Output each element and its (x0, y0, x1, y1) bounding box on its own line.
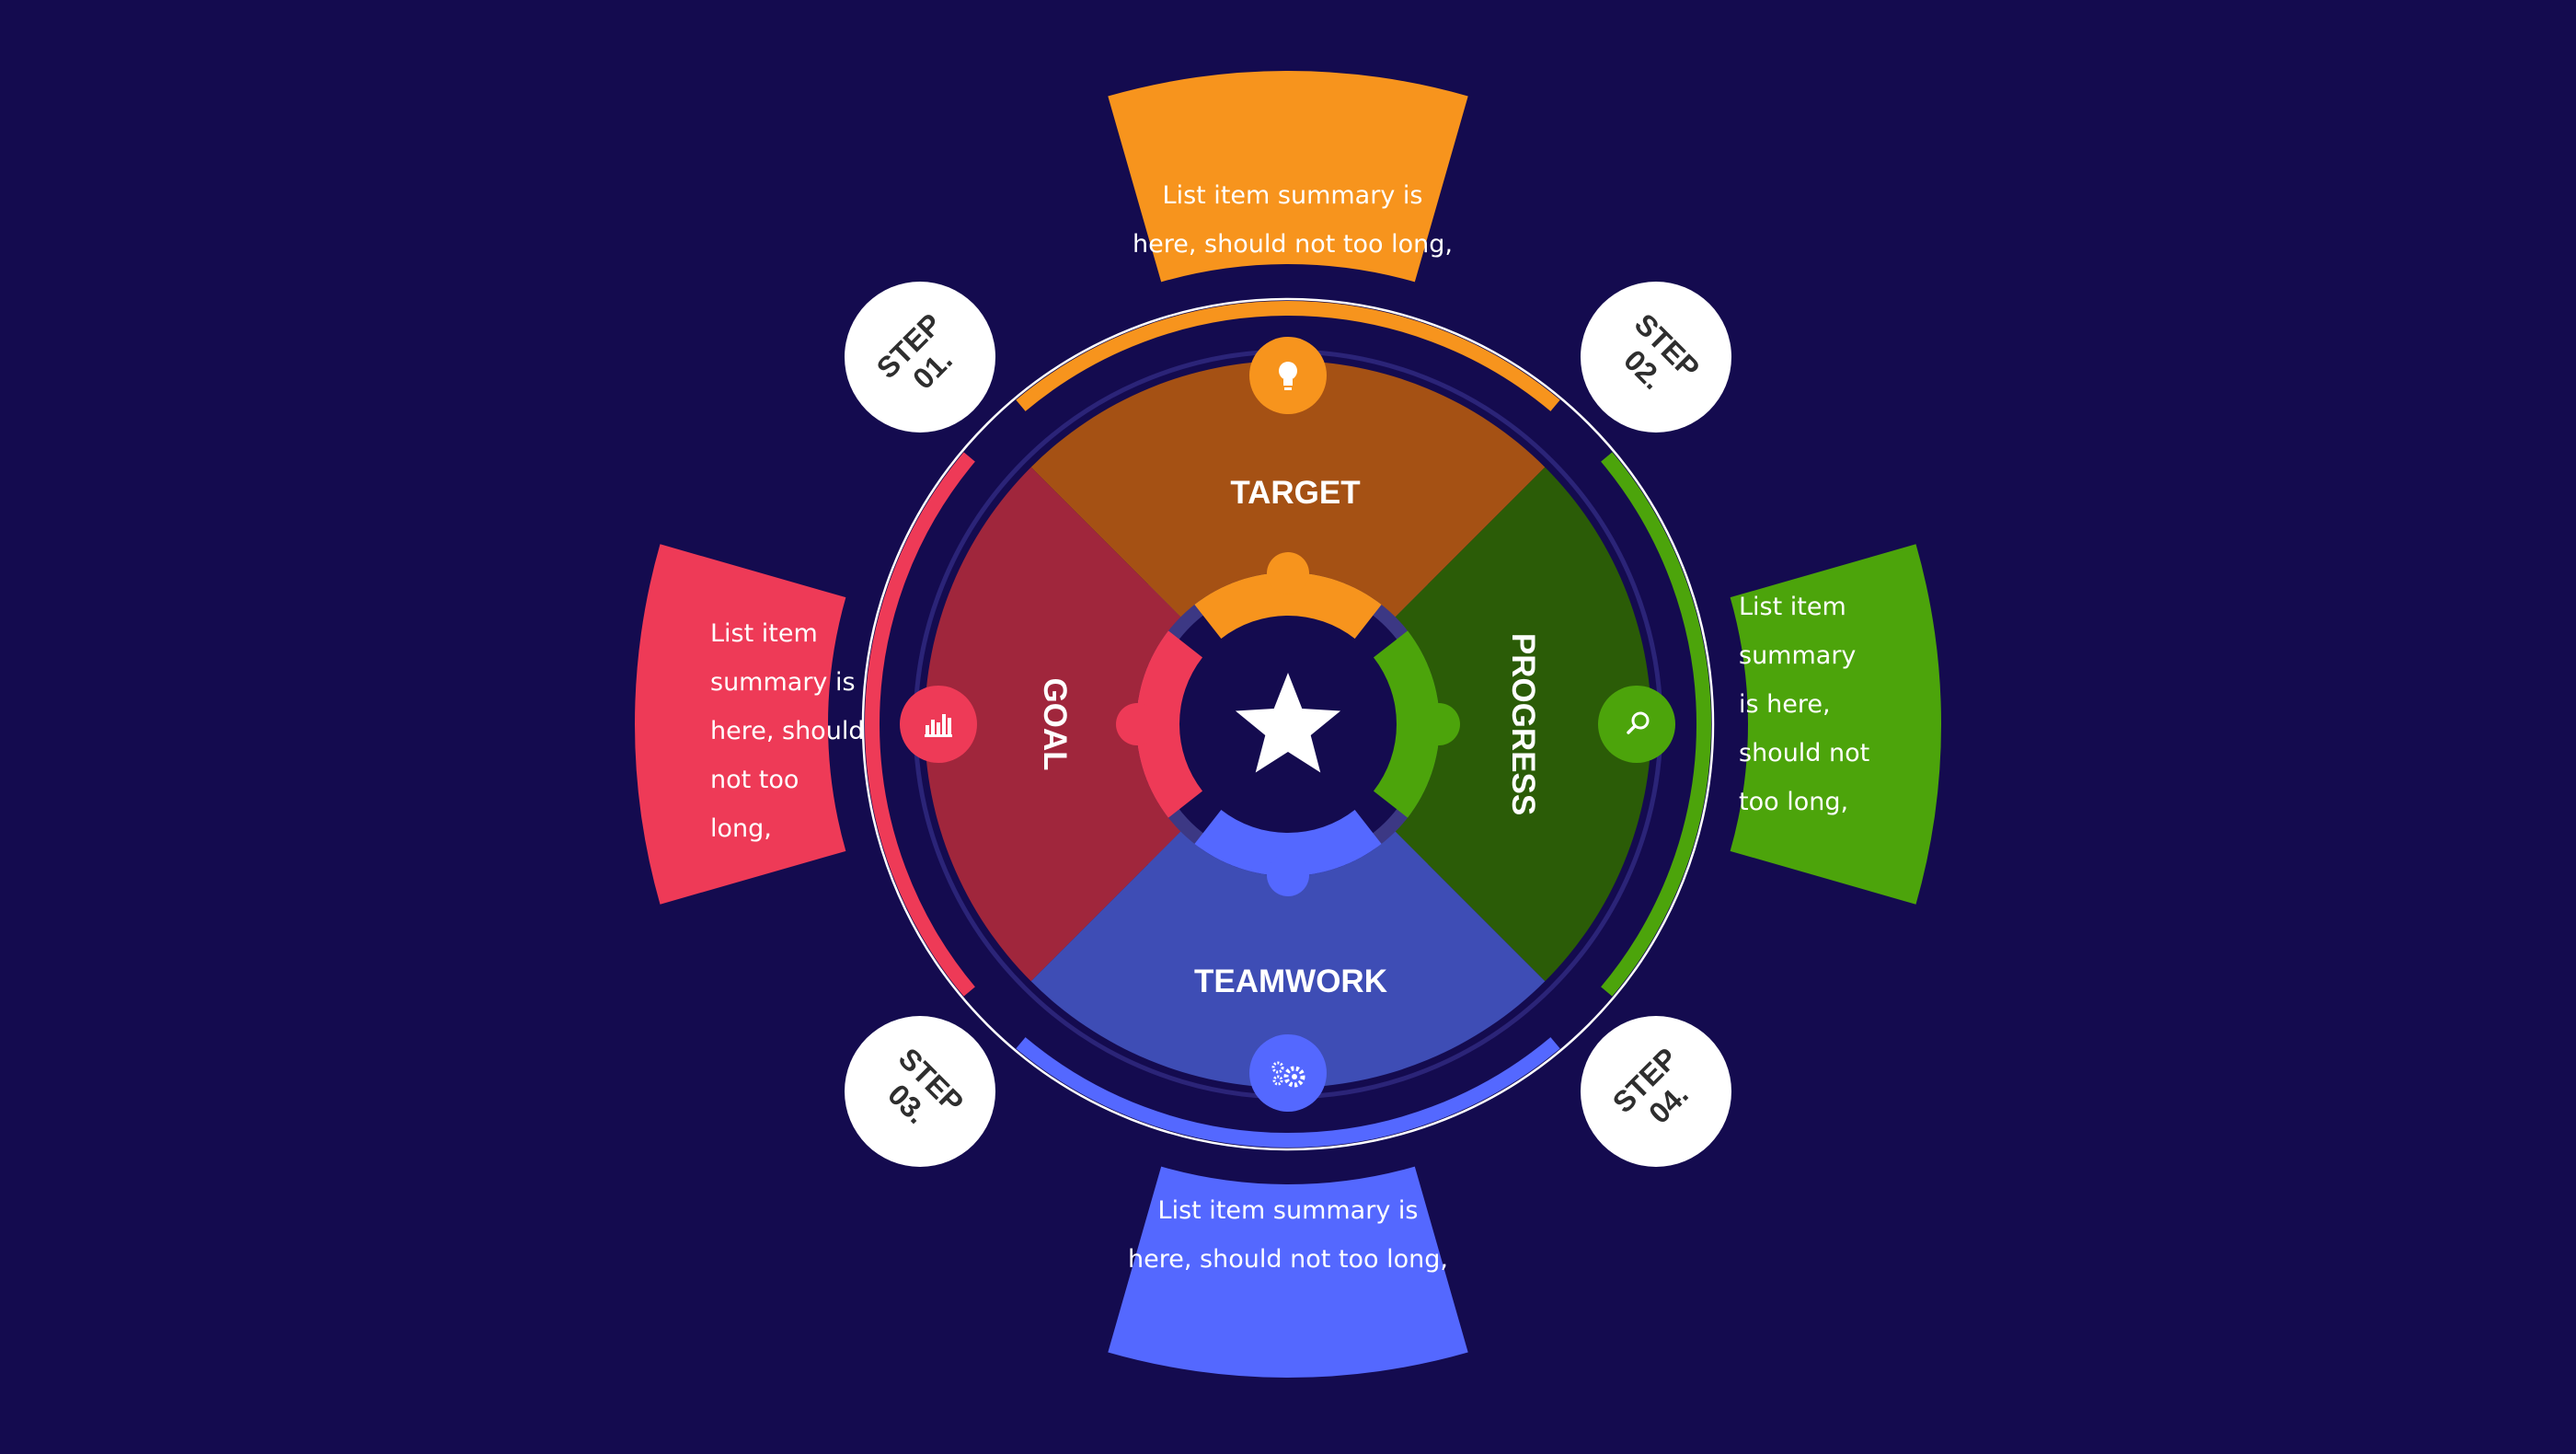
step-badge-03: STEP 03. (845, 1016, 995, 1167)
gears-icon (1271, 1061, 1305, 1088)
outer-guide-ring (861, 297, 1715, 1151)
icon-badge-progress (1598, 686, 1675, 763)
summary-banner-bottom (1108, 1166, 1468, 1378)
segment-teamwork (1030, 831, 1546, 1088)
search-icon (1627, 711, 1650, 734)
segment-label-goal: GOAL (1037, 677, 1073, 770)
icon-badge-teamwork (1249, 1034, 1327, 1112)
icon-badge-goal (900, 686, 977, 763)
star-icon (1235, 673, 1341, 773)
knob-progress (1418, 703, 1460, 745)
inner-arc-target (1194, 572, 1382, 640)
bar-chart-icon (925, 714, 952, 737)
inner-arc-teamwork (1194, 809, 1382, 876)
knob-goal (1116, 703, 1158, 745)
step-badge-02: STEP 02. (1581, 282, 1731, 433)
segment-target (1030, 361, 1546, 617)
summary-banner-right (1730, 544, 1941, 905)
inner-arc-goal (1136, 630, 1203, 818)
summary-text-right: List item summary is here, should not to… (1739, 593, 1870, 816)
segment-label-teamwork: TEAMWORK (1194, 964, 1387, 999)
accent-arc-target (1016, 301, 1560, 411)
inner-arc-progress (1373, 630, 1440, 818)
knob-target (1267, 552, 1309, 594)
summary-text-bottom: List item summary is here, should not to… (1128, 1196, 1448, 1274)
segment-progress (1395, 467, 1651, 982)
segment-goal (925, 467, 1181, 982)
step-badge-01: STEP 01. (845, 282, 995, 433)
accent-arc-goal (865, 452, 975, 997)
knob-teamwork (1267, 854, 1309, 896)
segment-label-progress: PROGRESS (1505, 633, 1541, 815)
summary-banner-left (635, 544, 846, 905)
summary-text-top: List item summary is here, should not to… (1133, 181, 1453, 259)
accent-arc-progress (1601, 452, 1711, 997)
accent-arc-teamwork (1016, 1037, 1560, 1148)
step-badge-04: STEP 04. (1581, 1016, 1731, 1167)
icon-badge-target (1249, 337, 1327, 414)
summary-banner-top (1108, 70, 1468, 283)
lightbulb-icon (1279, 362, 1297, 390)
segment-label-target: TARGET (1230, 475, 1360, 511)
summary-text-left: List item summary is here, should not to… (710, 619, 865, 843)
